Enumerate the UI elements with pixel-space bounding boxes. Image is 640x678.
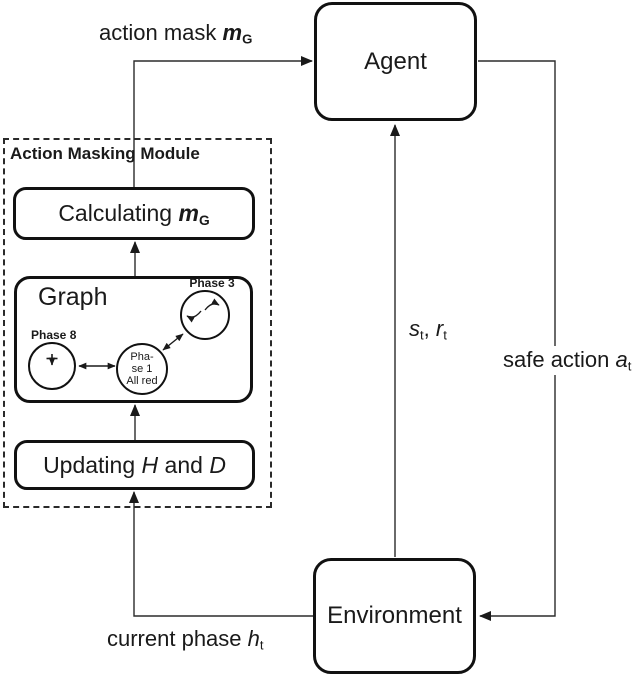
agent-node: Agent	[314, 2, 477, 121]
reward-subscript: t	[443, 327, 447, 343]
phase8-circle	[28, 342, 76, 390]
current-phase-var: h	[247, 626, 260, 651]
current-phase-subscript: t	[259, 637, 264, 653]
safe-action-text: safe action	[503, 347, 616, 372]
updating-node: Updating H and D	[14, 440, 255, 490]
calculating-var: m	[178, 199, 199, 226]
action-masking-module: Action Masking Module Calculating mG Gra…	[3, 138, 272, 508]
phase1-line3: All red	[126, 375, 158, 387]
action-mask-text: action mask	[99, 20, 223, 45]
calculating-text: Calculating	[58, 199, 179, 226]
updating-var-d: D	[209, 451, 226, 478]
current-phase-text: current phase	[107, 626, 248, 651]
edge-current-phase-line	[129, 491, 313, 617]
safe-action-label: safe action at	[499, 346, 636, 375]
edge-safe-action-line	[478, 60, 556, 621]
environment-node: Environment	[313, 558, 476, 674]
safe-action-subscript: t	[627, 358, 632, 374]
graph-label: Graph	[38, 283, 108, 311]
action-mask-var: m	[222, 20, 243, 45]
phase1-line1: Pha-	[130, 351, 154, 363]
action-mask-subscript: G	[242, 31, 253, 47]
phase1-circle: Pha- se 1 All red	[116, 343, 168, 395]
updating-text2: and	[158, 451, 210, 478]
action-mask-label: action mask mG	[99, 20, 252, 47]
safe-action-var: a	[615, 347, 628, 372]
phase3-circle	[180, 290, 230, 340]
updating-text1: Updating	[43, 451, 142, 478]
updating-label: Updating H and D	[43, 452, 226, 479]
environment-label: Environment	[327, 602, 462, 629]
state-reward-separator: ,	[423, 316, 436, 341]
phase1-line2: se 1	[131, 363, 153, 375]
current-phase-label: current phase ht	[107, 626, 264, 653]
phase3-caption: Phase 3	[189, 276, 235, 290]
module-title: Action Masking Module	[10, 144, 200, 163]
calculating-label: Calculating mG	[58, 200, 209, 228]
edge-action-mask-line	[133, 56, 313, 187]
reward-var: r	[435, 316, 444, 341]
agent-label: Agent	[364, 47, 427, 75]
state-subscript: t	[420, 327, 424, 343]
calculating-node: Calculating mG	[13, 187, 255, 240]
state-reward-label: st, rt	[409, 316, 447, 343]
calculating-subscript: G	[198, 212, 210, 228]
updating-var-h: H	[141, 451, 159, 478]
state-var: s	[409, 316, 420, 341]
graph-node: Graph Phase 3 Phase 8 Pha- se 1 All red	[14, 276, 253, 403]
phase8-caption: Phase 8	[31, 328, 77, 342]
